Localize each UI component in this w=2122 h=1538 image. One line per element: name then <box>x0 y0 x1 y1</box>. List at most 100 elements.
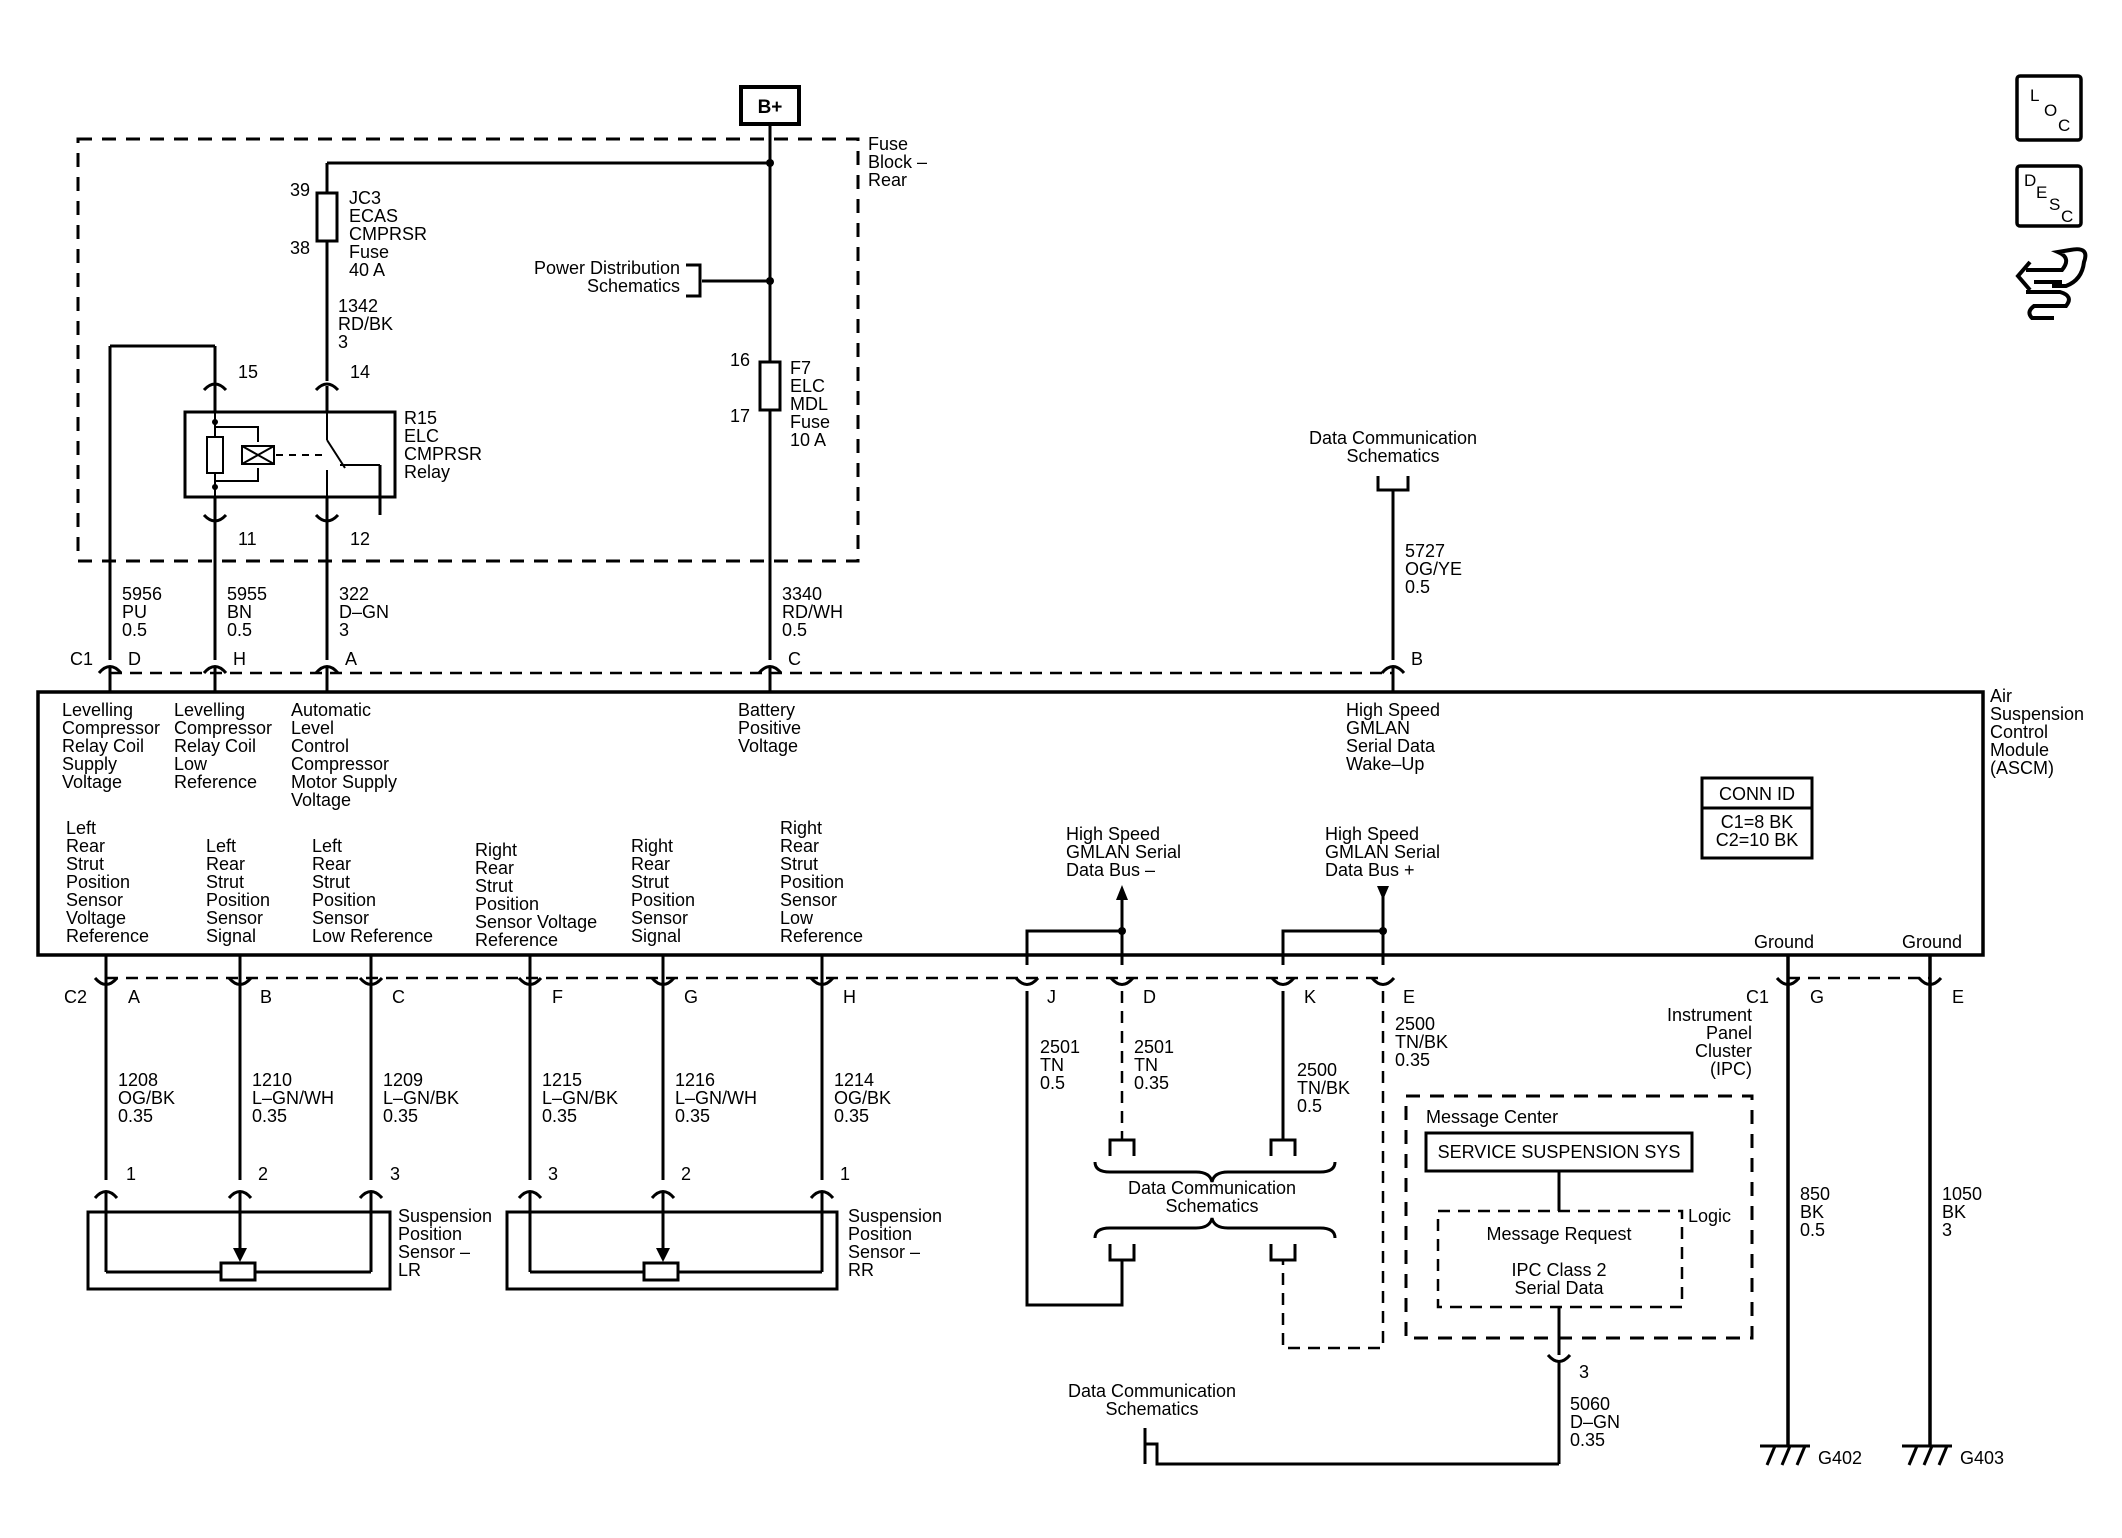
svg-text:Left: Left <box>312 836 342 856</box>
svg-text:C: C <box>2058 116 2070 135</box>
wire-5060-label: 5060 D–GN 0.35 <box>1570 1394 1620 1450</box>
connector-hand-icon[interactable] <box>2015 247 2088 320</box>
svg-text:Sensor: Sensor <box>631 908 688 928</box>
svg-text:OG/BK: OG/BK <box>834 1088 891 1108</box>
svg-text:TN/BK: TN/BK <box>1297 1078 1350 1098</box>
svg-text:Schematics: Schematics <box>1346 446 1439 466</box>
svg-text:0.35: 0.35 <box>834 1106 869 1126</box>
svg-text:Sensor: Sensor <box>312 908 369 928</box>
svg-text:BN: BN <box>227 602 252 622</box>
svg-text:S: S <box>2049 195 2060 214</box>
svg-text:Control: Control <box>1990 722 2048 742</box>
svg-text:Module: Module <box>1990 740 2049 760</box>
svg-text:Strut: Strut <box>206 872 244 892</box>
svg-text:D–GN: D–GN <box>1570 1412 1620 1432</box>
sensor-rr-pin-1: 1 <box>840 1164 850 1184</box>
svg-text:Suspension: Suspension <box>1990 704 2084 724</box>
svg-text:5956: 5956 <box>122 584 162 604</box>
svg-text:F7: F7 <box>790 358 811 378</box>
svg-text:Rear: Rear <box>868 170 907 190</box>
svg-text:Low: Low <box>780 908 814 928</box>
svg-text:ELC: ELC <box>790 376 825 396</box>
svg-text:Position: Position <box>631 890 695 910</box>
class2-label-2: Serial Data <box>1514 1278 1604 1298</box>
svg-text:Reference: Reference <box>475 930 558 950</box>
svg-text:Fuse: Fuse <box>868 134 908 154</box>
service-suspension-text: SERVICE SUSPENSION SYS <box>1438 1142 1681 1162</box>
sensor-rr-label: Suspension Position Sensor – RR <box>848 1206 942 1280</box>
svg-text:5727: 5727 <box>1405 541 1445 561</box>
wire-1210-label: 1210 L–GN/WH 0.35 <box>252 1070 334 1126</box>
function-lr-low-ref: Left Rear Strut Position Sensor Low Refe… <box>312 836 433 946</box>
svg-text:Reference: Reference <box>174 772 257 792</box>
conn-id-c1: C1=8 BK <box>1721 812 1794 832</box>
svg-text:RD/BK: RD/BK <box>338 314 393 334</box>
conn-id-title: CONN ID <box>1719 784 1795 804</box>
relay-pin-12: 12 <box>350 529 370 549</box>
sensor-rr-pin-2: 2 <box>681 1164 691 1184</box>
svg-text:Sensor: Sensor <box>206 908 263 928</box>
svg-text:Position: Position <box>66 872 130 892</box>
data-comm-mid-label: Data Communication Schematics <box>1128 1178 1296 1216</box>
loc-icon[interactable]: L O C <box>2015 74 2083 142</box>
function-rr-voltage-ref: Right Rear Strut Position Sensor Voltage… <box>475 840 597 950</box>
svg-text:TN: TN <box>1040 1055 1064 1075</box>
svg-text:ELC: ELC <box>404 426 439 446</box>
c2-pin-j: J <box>1047 987 1056 1007</box>
svg-text:1209: 1209 <box>383 1070 423 1090</box>
svg-text:Signal: Signal <box>631 926 681 946</box>
fuse-jc3 <box>315 191 339 243</box>
c2-pin-f: F <box>552 987 563 1007</box>
svg-text:0.5: 0.5 <box>1040 1073 1065 1093</box>
svg-text:2500: 2500 <box>1297 1060 1337 1080</box>
ground-g403 <box>1902 955 1952 1466</box>
svg-text:GMLAN: GMLAN <box>1346 718 1410 738</box>
svg-text:High Speed: High Speed <box>1325 824 1419 844</box>
svg-text:RD/WH: RD/WH <box>782 602 843 622</box>
svg-text:ECAS: ECAS <box>349 206 398 226</box>
svg-text:40 A: 40 A <box>349 260 385 280</box>
wire-1050-label: 1050 BK 3 <box>1942 1184 1982 1240</box>
conn-id-box: CONN ID C1=8 BK C2=10 BK <box>1700 776 1814 860</box>
wire-850-label: 850 BK 0.5 <box>1800 1184 1830 1240</box>
svg-text:Motor Supply: Motor Supply <box>291 772 397 792</box>
svg-text:Position: Position <box>848 1224 912 1244</box>
c1-pins <box>97 665 1406 692</box>
function-lr-voltage-ref: Left Rear Strut Position Sensor Voltage … <box>66 818 149 946</box>
svg-text:0.35: 0.35 <box>383 1106 418 1126</box>
svg-text:Suspension: Suspension <box>398 1206 492 1226</box>
c2-pin-g: G <box>684 987 698 1007</box>
svg-text:Position: Position <box>206 890 270 910</box>
svg-text:D–GN: D–GN <box>339 602 389 622</box>
c1-pin-e-ground: E <box>1952 987 1964 1007</box>
desc-icon[interactable]: D E S C <box>2015 164 2083 228</box>
c2-pin-e: E <box>1403 987 1415 1007</box>
svg-text:Left: Left <box>66 818 96 838</box>
sensor-rr-pin-3: 3 <box>548 1164 558 1184</box>
svg-text:0.5: 0.5 <box>1800 1220 1825 1240</box>
svg-text:Schematics: Schematics <box>587 276 680 296</box>
svg-text:R15: R15 <box>404 408 437 428</box>
svg-text:3: 3 <box>338 332 348 352</box>
svg-text:Voltage: Voltage <box>738 736 798 756</box>
wire-5956-label: 5956 PU 0.5 <box>122 584 162 640</box>
wire-2500-e-label: 2500 TN/BK 0.35 <box>1395 1014 1448 1070</box>
sensor-rr <box>505 1190 839 1291</box>
function-compressor-motor-supply: Automatic Level Control Compressor Motor… <box>291 700 397 810</box>
wire-322-label: 322 D–GN 3 <box>339 584 389 640</box>
svg-text:CMPRSR: CMPRSR <box>349 224 427 244</box>
fuse-f7-pin-top: 16 <box>730 350 750 370</box>
svg-text:Level: Level <box>291 718 334 738</box>
wire-2501-d-label: 2501 TN 0.35 <box>1134 1037 1174 1093</box>
svg-text:Rear: Rear <box>780 836 819 856</box>
svg-text:Position: Position <box>780 872 844 892</box>
svg-text:(ASCM): (ASCM) <box>1990 758 2054 778</box>
ground-g402-label: G402 <box>1818 1448 1862 1468</box>
relay-r15 <box>183 410 397 515</box>
svg-text:3: 3 <box>1942 1220 1952 1240</box>
wire-1208-label: 1208 OG/BK 0.35 <box>118 1070 175 1126</box>
sensor-lr-label: Suspension Position Sensor – LR <box>398 1206 492 1280</box>
svg-text:Strut: Strut <box>312 872 350 892</box>
relay-pin-11: 11 <box>238 529 257 549</box>
svg-text:PU: PU <box>122 602 147 622</box>
